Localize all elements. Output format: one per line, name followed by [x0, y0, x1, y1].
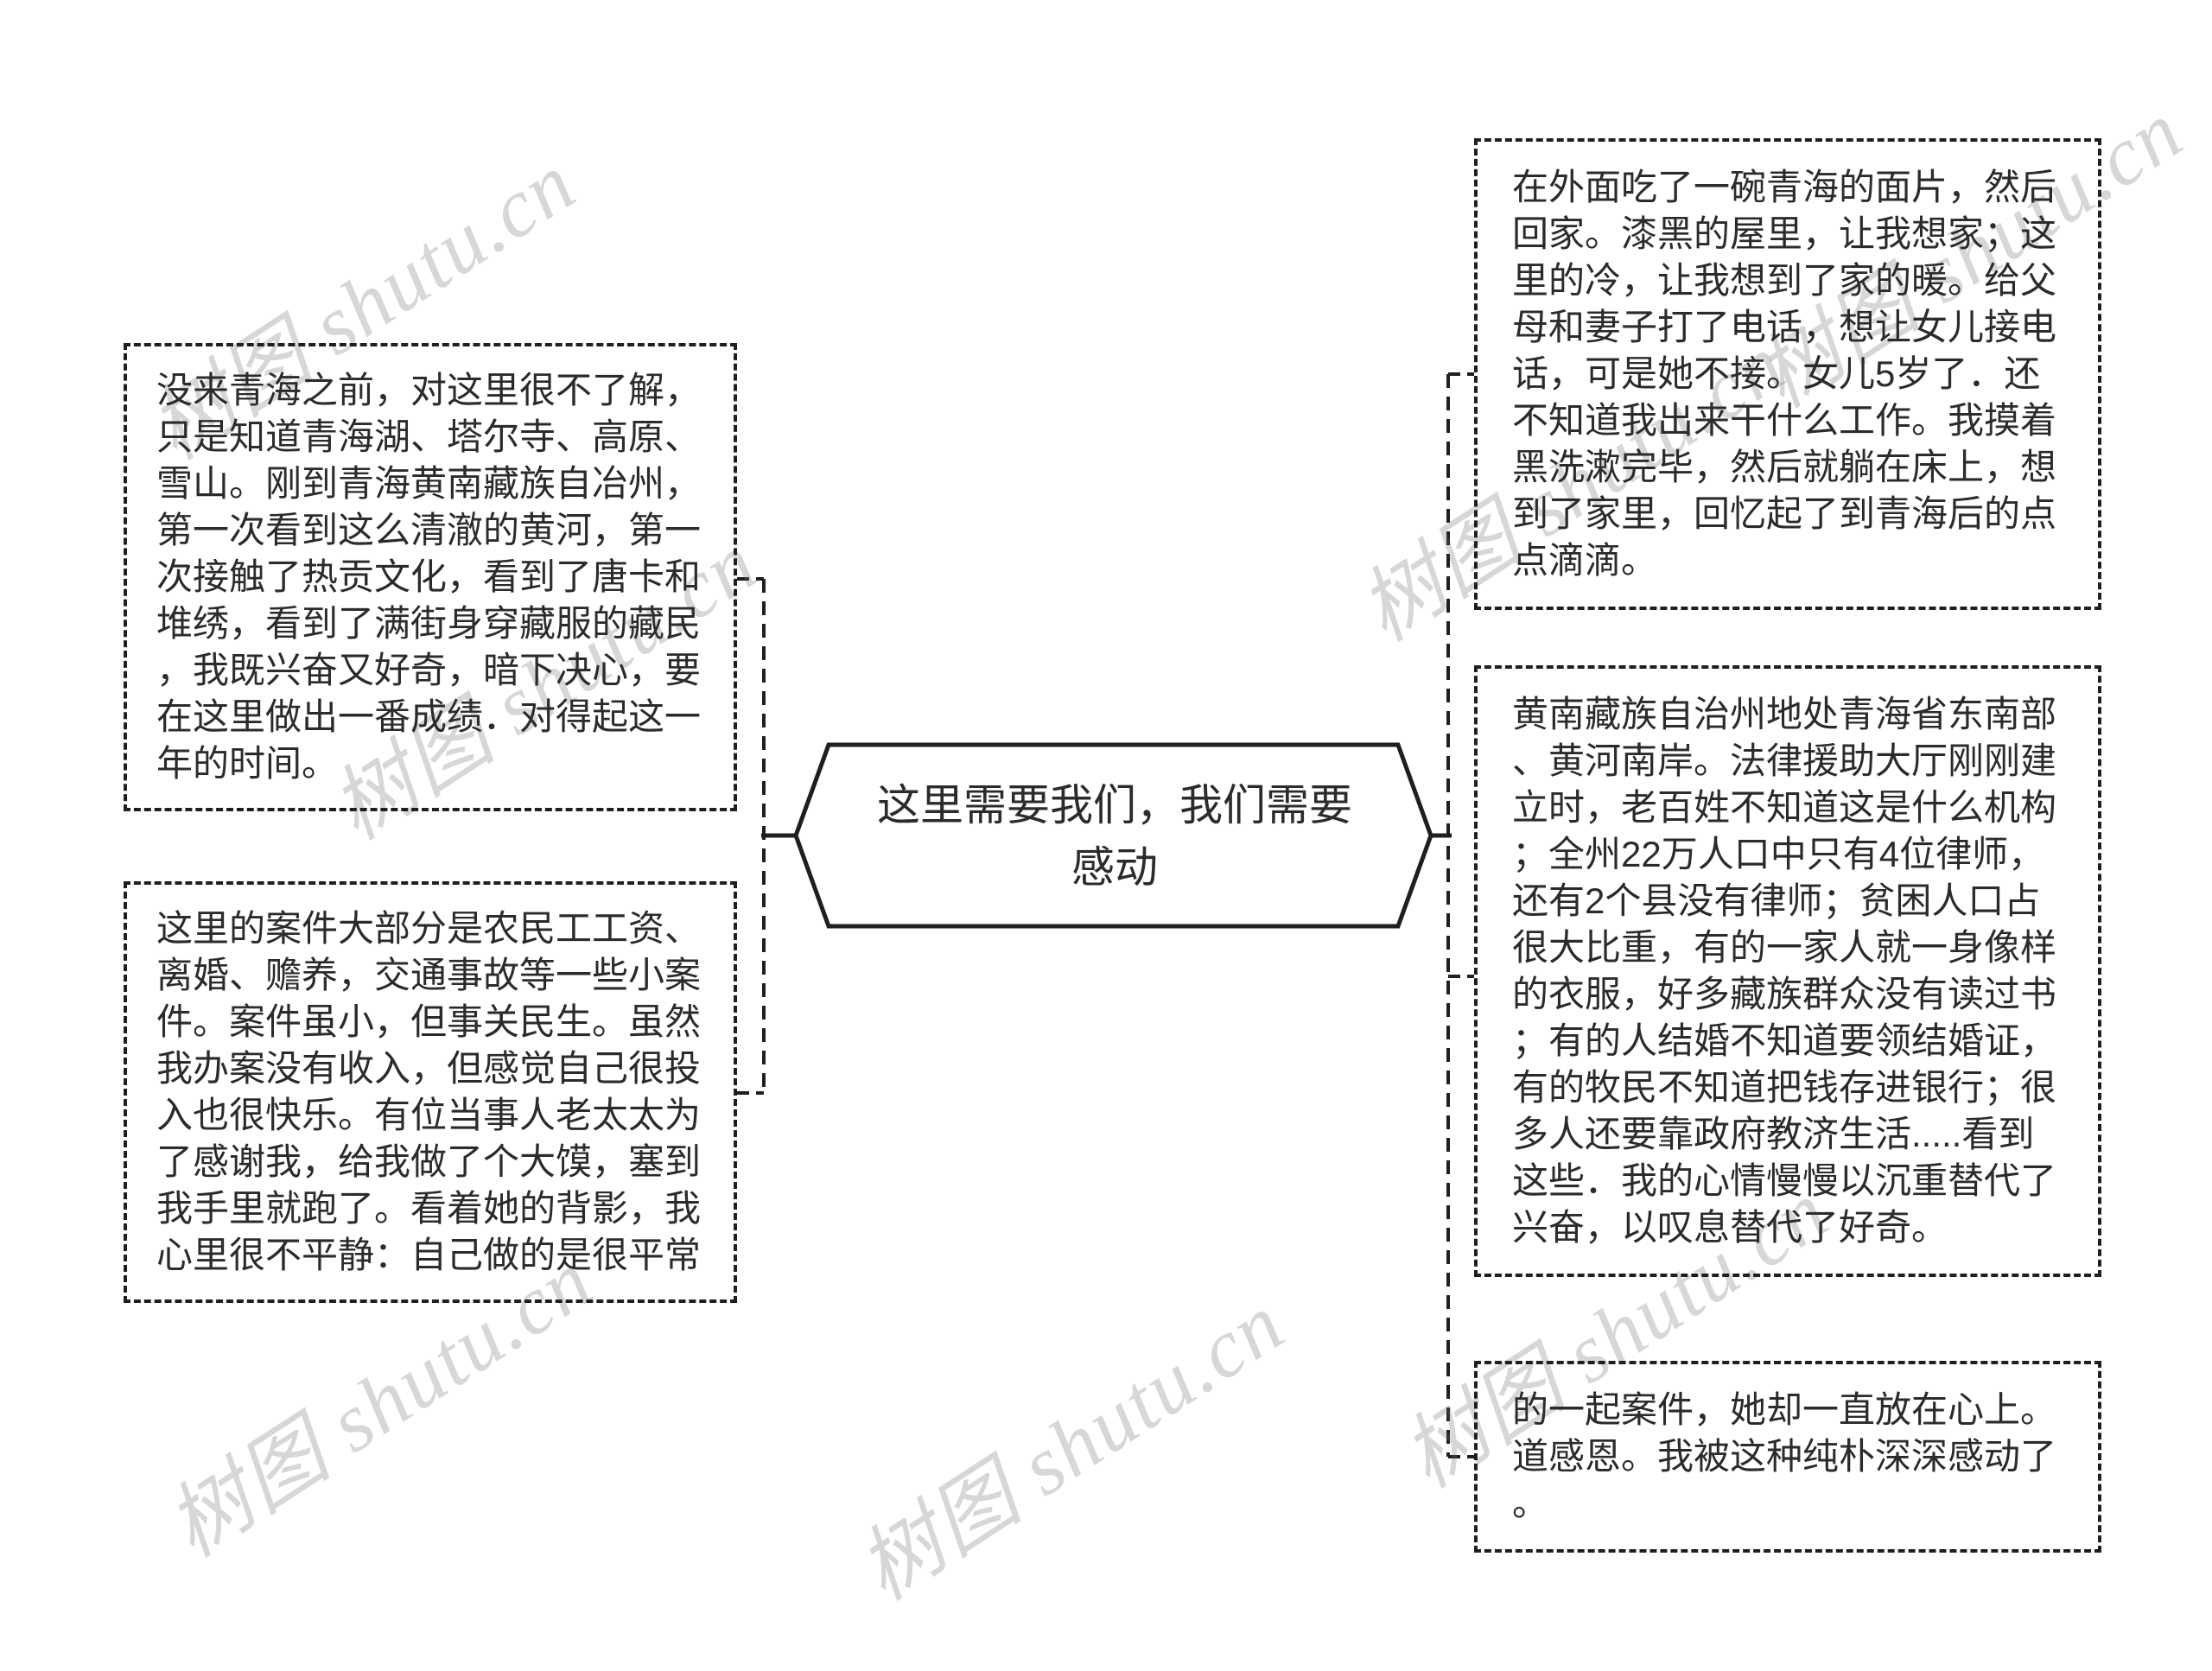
branch-node-right-bottom[interactable]: 的一起案件，她却一直放在心上。道感恩。我被这种纯朴深深感动了。	[1474, 1361, 2101, 1553]
branch-node-right-middle[interactable]: 黄南藏族自治州地处青海省东南部、黄河南岸。法律援助大厅刚刚建立时，老百姓不知道这…	[1474, 665, 2101, 1277]
center-node-text: 这里需要我们，我们需要感动	[877, 780, 1352, 892]
center-node-label[interactable]: 这里需要我们，我们需要感动	[804, 752, 1426, 920]
branch-node-text: 黄南藏族自治州地处青海省东南部、黄河南岸。法律援助大厅刚刚建立时，老百姓不知道这…	[1512, 694, 2057, 1248]
branch-node-right-top[interactable]: 在外面吃了一碗青海的面片，然后回家。漆黑的屋里，让我想家；这里的冷，让我想到了家…	[1474, 138, 2101, 610]
center-node-shape[interactable]	[793, 742, 1433, 929]
branch-node-text: 没来青海之前，对这里很不了解，只是知道青海湖、塔尔寺、高原、雪山。刚到青海黄南藏…	[156, 370, 702, 784]
branch-node-text: 这里的案件大部分是农民工工资、离婚、赡养，交通事故等一些小案件。案件虽小，但事关…	[156, 908, 702, 1275]
branch-node-left-bottom[interactable]: 这里的案件大部分是农民工工资、离婚、赡养，交通事故等一些小案件。案件虽小，但事关…	[124, 881, 737, 1303]
branch-node-text: 的一起案件，她却一直放在心上。道感恩。我被这种纯朴深深感动了。	[1512, 1389, 2057, 1523]
branch-node-left-top[interactable]: 没来青海之前，对这里很不了解，只是知道青海湖、塔尔寺、高原、雪山。刚到青海黄南藏…	[124, 343, 737, 811]
branch-node-text: 在外面吃了一碗青海的面片，然后回家。漆黑的屋里，让我想家；这里的冷，让我想到了家…	[1512, 167, 2057, 581]
